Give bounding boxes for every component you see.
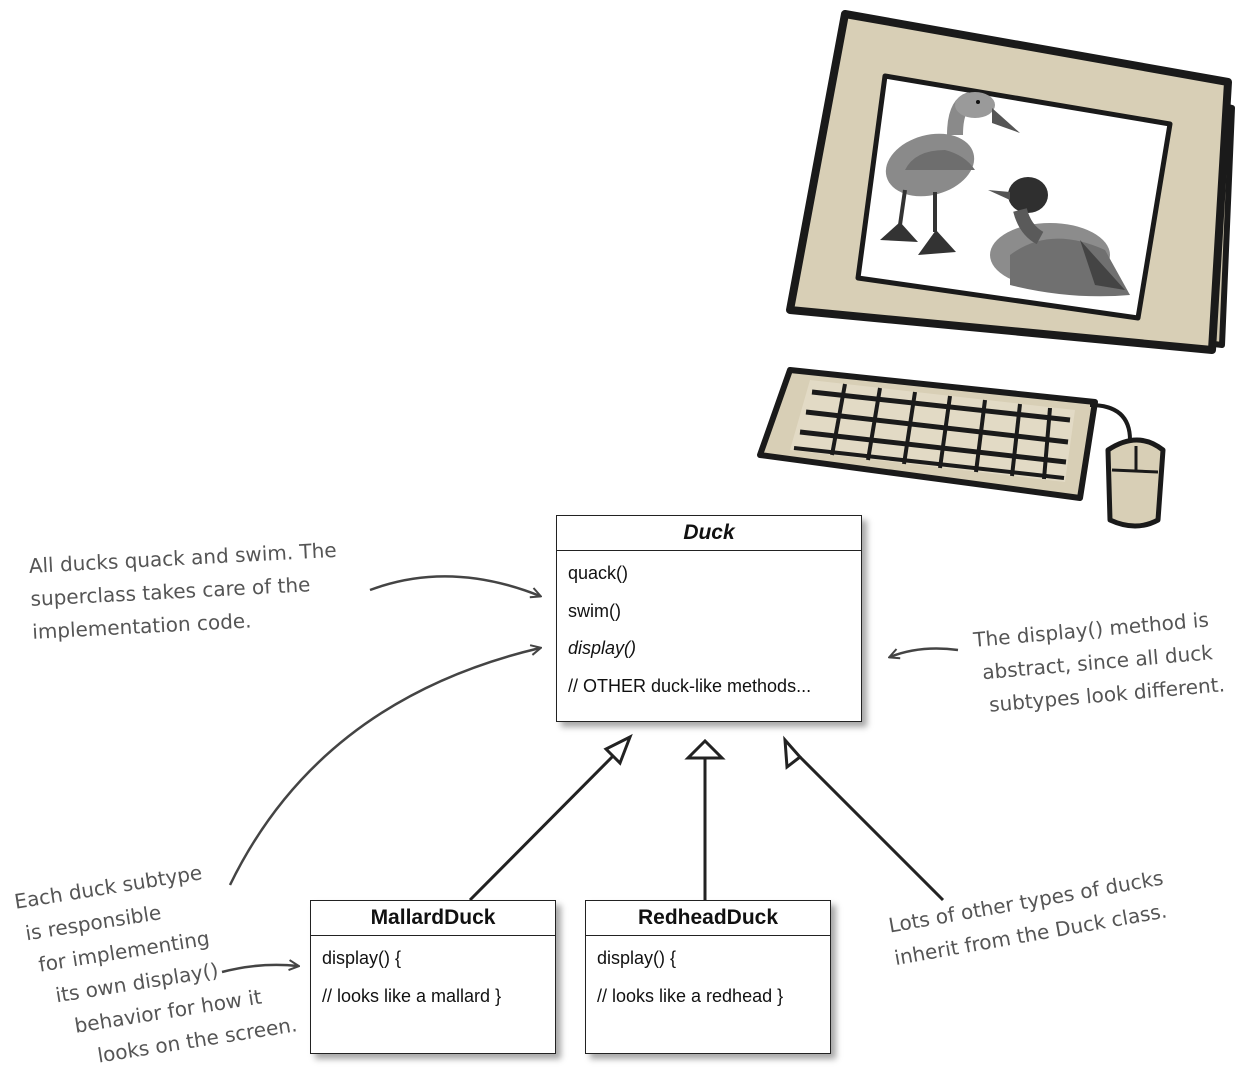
computer-illustration [757, 10, 1235, 529]
mallard-display-comment: // looks like a mallard } [322, 985, 502, 1006]
mallard-class-box: MallardDuck display() { // looks like a … [310, 900, 556, 1054]
redhead-inheritance-arrow [684, 738, 726, 900]
monitor-screen [855, 73, 1173, 321]
mallard-class-name: MallardDuck [311, 901, 555, 936]
subtype-note-arrow-up [228, 648, 540, 886]
mallard-display-method: display() { [322, 948, 402, 968]
redhead-class-name: RedheadDuck [586, 901, 830, 936]
duck-class-box: Duck quack() swim() display() // OTHER d… [556, 515, 862, 722]
superclass-note-arrow [369, 575, 540, 596]
display-note-arrow [890, 647, 959, 657]
mallard-method-list: display() { // looks like a mallard } [311, 936, 555, 1019]
inheritance-arrows [468, 733, 945, 902]
duck-sitting-image [988, 177, 1130, 297]
quack-method: quack() [568, 563, 629, 583]
redhead-method-list: display() { // looks like a redhead } [586, 936, 830, 1019]
superclass-note: All ducks quack and swim. The superclass… [28, 537, 338, 644]
swim-method: swim() [568, 600, 621, 621]
subtype-note: Each duck subtype is responsible for imp… [12, 860, 299, 1068]
mallard-inheritance-arrow [468, 733, 633, 902]
duck-class-name: Duck [557, 516, 861, 551]
annotation-arrows [221, 575, 959, 974]
mouse-illustration [1089, 403, 1166, 529]
redhead-display-method: display() { [597, 948, 677, 968]
display-method: display() [568, 638, 637, 658]
duck-standing-image [880, 92, 1020, 255]
duck-method-list: quack() swim() display() // OTHER duck-l… [557, 551, 861, 709]
other-methods-comment: // OTHER duck-like methods... [568, 675, 812, 696]
redhead-display-comment: // looks like a redhead } [597, 985, 784, 1006]
redhead-class-box: RedheadDuck display() { // looks like a … [585, 900, 831, 1054]
other-types-inheritance-arrow [783, 735, 945, 902]
subtype-note-arrow-right [221, 965, 298, 974]
keyboard-illustration [757, 367, 1098, 501]
